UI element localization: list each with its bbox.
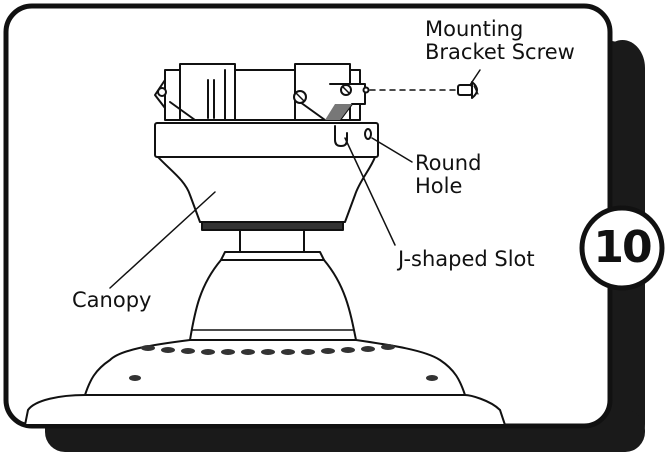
guide-start-hole: [362, 86, 370, 94]
canopy-label: Canopy: [72, 288, 152, 312]
canopy-base-ring: [201, 221, 344, 231]
fan-drawing: [24, 63, 506, 426]
bracket-arm-left: [154, 79, 166, 109]
j-shaped-slot-label: J-shaped Slot: [398, 247, 535, 271]
bracket-tab-shade: [325, 104, 352, 120]
canopy-collar: [154, 122, 379, 158]
screw-head-bracket-far-left: [157, 87, 167, 97]
mounting-bracket-screw-label: Mounting Bracket Screw: [425, 18, 575, 64]
step-badge: [579, 205, 665, 291]
fan-lower-plate: [24, 394, 506, 426]
motor-housing: [189, 259, 357, 341]
bracket-foot-left: [169, 101, 216, 121]
neck-cap: [220, 251, 325, 261]
plate-hole-right: [426, 375, 438, 381]
step-number: 10: [593, 222, 652, 273]
vent-slots: [141, 344, 395, 355]
leader-mount-screw: [469, 69, 481, 86]
mounting-bracket-screw: [457, 81, 479, 99]
canopy-body: [157, 156, 376, 223]
fan-neck: [239, 229, 305, 253]
mounting-bracket-screw-label-line2: Bracket Screw: [425, 40, 575, 64]
leader-j-slot: [344, 137, 396, 246]
round-hole: [364, 128, 372, 140]
leader-round-hole: [371, 137, 413, 163]
leader-canopy: [109, 191, 216, 289]
round-hole-label-line2: Hole: [415, 174, 463, 198]
plate-hole-left: [129, 375, 141, 381]
round-hole-label: Round Hole: [415, 152, 481, 198]
round-hole-label-line1: Round: [415, 151, 482, 175]
mounting-bracket-screw-label-line1: Mounting: [425, 17, 524, 41]
